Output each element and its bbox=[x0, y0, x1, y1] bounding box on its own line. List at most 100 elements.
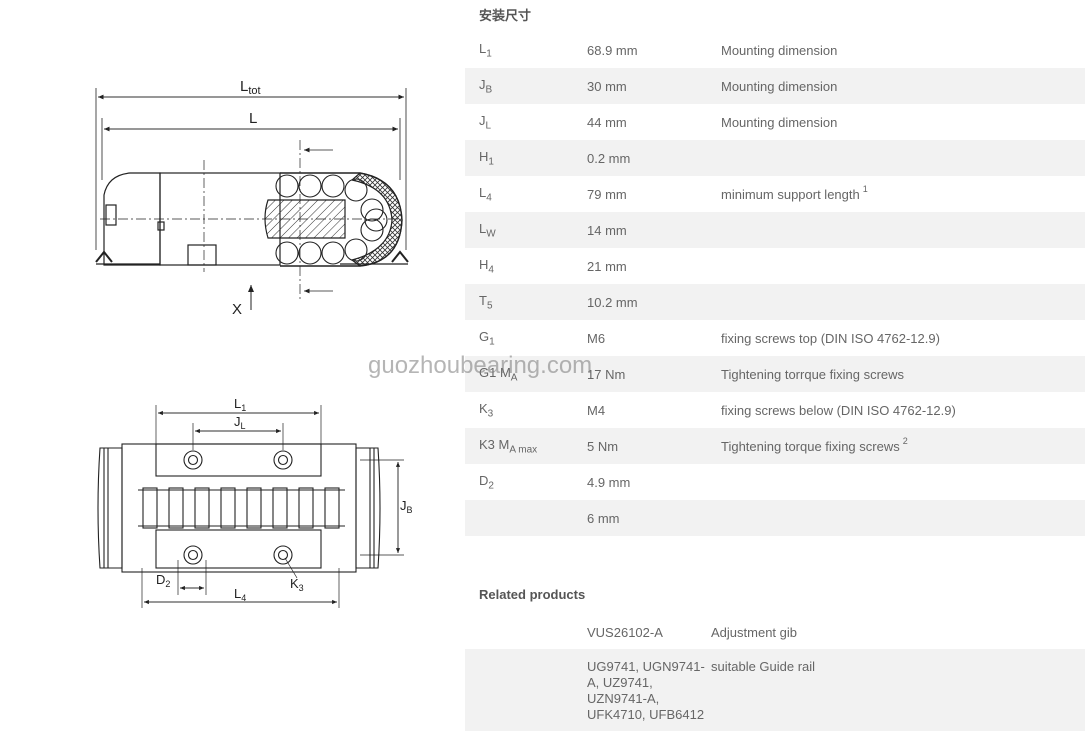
spec-description-text: Tightening torque fixing screws bbox=[721, 438, 900, 454]
spec-value: 68.9 mm bbox=[587, 42, 638, 58]
spec-symbol-sub: 2 bbox=[488, 480, 494, 492]
spec-symbol: JL bbox=[465, 113, 585, 132]
spec-symbol-sub: W bbox=[486, 228, 496, 240]
spec-value: 17 Nm bbox=[587, 366, 626, 382]
spec-symbol: LW bbox=[465, 221, 585, 240]
spec-symbol-base: T bbox=[479, 292, 487, 308]
spec-value: M6 bbox=[587, 330, 606, 346]
spec-symbol-base: D bbox=[479, 472, 489, 488]
spec-description-text: Tightening torrque fixing screws bbox=[721, 366, 905, 382]
spec-symbol: K3 MA max bbox=[465, 437, 585, 456]
spec-value: M4 bbox=[587, 402, 606, 418]
spec-description-text: Mounting dimension bbox=[721, 42, 838, 58]
spec-symbol-sub: L bbox=[485, 120, 492, 132]
spec-symbol: H4 bbox=[465, 257, 585, 276]
spec-symbol-base: J bbox=[479, 112, 486, 128]
related-row: VUS26102-A Adjustment gib bbox=[465, 615, 1085, 649]
spec-symbol: H1 bbox=[465, 149, 585, 168]
spec-symbol-sub: 1 bbox=[486, 48, 492, 60]
spec-description: fixing screws top (DIN ISO 4762-12.9) bbox=[707, 331, 1085, 346]
spec-description-text: fixing screws top (DIN ISO 4762-12.9) bbox=[721, 330, 940, 346]
spec-symbol: G1 bbox=[465, 329, 585, 348]
spec-symbol: L4 bbox=[465, 185, 585, 204]
spec-symbol: K3 bbox=[465, 401, 585, 420]
spec-symbol-sub: 3 bbox=[487, 408, 494, 420]
spec-symbol-base: H bbox=[479, 256, 489, 272]
table-row: 6 mm bbox=[465, 500, 1085, 536]
spec-symbol: G1 MA bbox=[465, 365, 585, 384]
spec-symbol-sub: A max bbox=[509, 444, 538, 456]
spec-symbol-sub: B bbox=[485, 84, 493, 96]
spec-symbol-base: H bbox=[479, 148, 489, 164]
spec-description: Tightening torrque fixing screws bbox=[707, 367, 1085, 382]
spec-symbol: JB bbox=[465, 77, 585, 96]
dim-k3-label: K3 bbox=[290, 576, 304, 593]
spec-description: Mounting dimension bbox=[707, 115, 1085, 130]
spec-symbol-base: L bbox=[479, 220, 487, 236]
spec-symbol-base: K bbox=[479, 400, 488, 416]
spec-symbol-base: L bbox=[479, 184, 487, 200]
watermark: guozhoubearing.com bbox=[368, 352, 593, 379]
spec-value: 44 mm bbox=[587, 114, 627, 130]
related-product: VUS26102-A bbox=[587, 625, 663, 640]
dim-ltot-label: Ltot bbox=[240, 78, 261, 97]
spec-value: 21 mm bbox=[587, 258, 627, 274]
spec-value: 5 Nm bbox=[587, 438, 619, 454]
spec-symbol-base: J bbox=[479, 76, 486, 92]
spec-value: 6 mm bbox=[587, 510, 620, 526]
dim-l-label: L bbox=[249, 110, 257, 127]
spec-symbol-base: L bbox=[479, 40, 487, 56]
related-description: suitable Guide rail bbox=[711, 659, 816, 674]
related-description: Adjustment gib bbox=[711, 625, 797, 640]
axis-x-label: X bbox=[232, 301, 242, 318]
spec-symbol: D2 bbox=[465, 473, 585, 492]
spec-description: Mounting dimension bbox=[707, 79, 1085, 94]
footnote-marker: 1 bbox=[862, 183, 868, 194]
spec-value: 79 mm bbox=[587, 186, 627, 202]
spec-symbol-base: K3 M bbox=[479, 436, 510, 452]
spec-symbol: T5 bbox=[465, 293, 585, 312]
spec-value: 4.9 mm bbox=[587, 474, 631, 490]
spec-symbol-sub: A bbox=[510, 372, 518, 384]
related-spacer bbox=[465, 649, 585, 731]
dim-l1-label: L1 bbox=[234, 396, 246, 413]
top-view-drawing bbox=[97, 405, 404, 608]
related-product: UG9741, UGN9741-A, UZ9741, UZN9741-A, UF… bbox=[587, 659, 705, 722]
spec-description-text: minimum support length bbox=[721, 186, 860, 202]
spec-description-text: Mounting dimension bbox=[721, 78, 838, 94]
spec-symbol: L1 bbox=[465, 41, 585, 60]
spec-symbol-sub: 1 bbox=[489, 336, 495, 348]
spec-description: fixing screws below (DIN ISO 4762-12.9) bbox=[707, 403, 1085, 418]
related-row: UG9741, UGN9741-A, UZ9741, UZN9741-A, UF… bbox=[465, 649, 1085, 731]
related-spacer bbox=[465, 615, 585, 649]
spec-symbol-base: G bbox=[479, 328, 490, 344]
dim-l4-label: L4 bbox=[234, 586, 246, 603]
spec-symbol-sub: 1 bbox=[488, 156, 494, 168]
spec-value: 30 mm bbox=[587, 78, 627, 94]
spec-symbol-sub: 5 bbox=[486, 300, 493, 312]
spec-symbol-sub: 4 bbox=[486, 192, 492, 204]
spec-symbol-base: G1 M bbox=[479, 364, 511, 380]
spec-value: 0.2 mm bbox=[587, 150, 631, 166]
technical-drawing-panel: Ltot L X bbox=[0, 0, 455, 734]
spec-description-text: Mounting dimension bbox=[721, 114, 838, 130]
spec-heading: 安装尺寸 bbox=[479, 8, 532, 23]
related-heading: Related products bbox=[479, 587, 586, 602]
